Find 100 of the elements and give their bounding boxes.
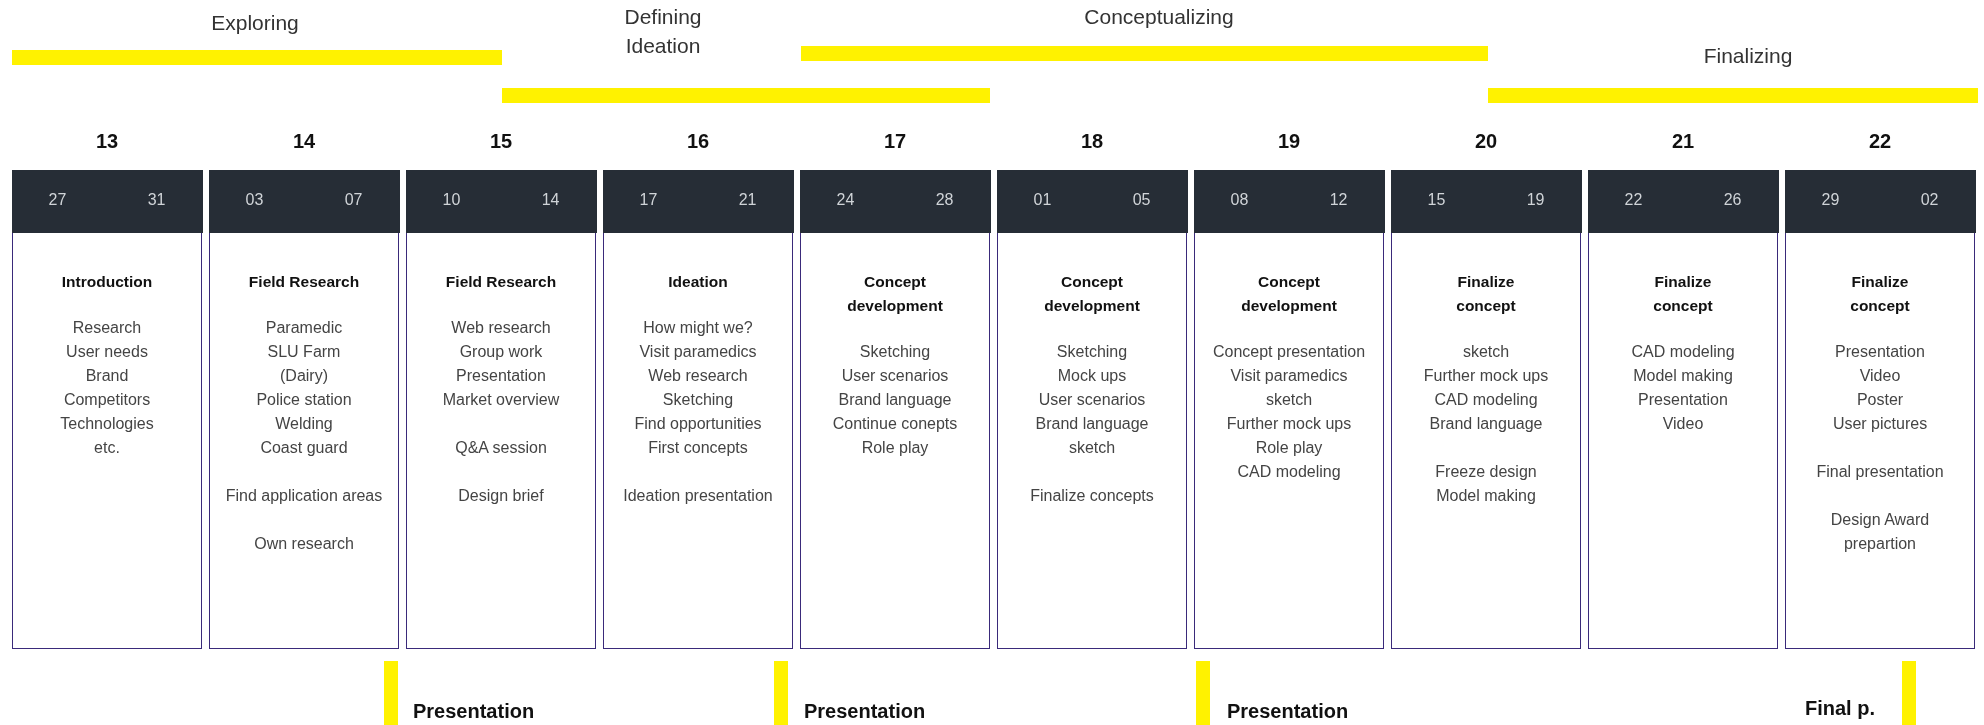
- task-item: Mock ups: [1057, 366, 1127, 386]
- date-label: 10: [442, 190, 461, 209]
- week-number: 18: [1079, 130, 1105, 153]
- task-heading: Field Research: [445, 272, 557, 292]
- task-item: Web research: [451, 318, 551, 338]
- task-item: sketch: [1068, 438, 1116, 458]
- task-item: Design brief: [458, 486, 544, 506]
- task-item: Sketching: [859, 342, 931, 362]
- task-item: CAD modeling: [1434, 390, 1538, 410]
- task-item: Police station: [256, 390, 352, 410]
- week-number: 13: [94, 130, 120, 153]
- task-item: Continue conepts: [832, 414, 958, 434]
- task-item: Competitors: [63, 390, 151, 410]
- task-item: etc.: [94, 438, 120, 458]
- phase-label: Finalizing: [1703, 43, 1793, 69]
- date-label: 24: [836, 190, 855, 209]
- task-item: (Dairy): [280, 366, 328, 386]
- date-label: 12: [1329, 190, 1348, 209]
- task-item: Research: [72, 318, 142, 338]
- task-heading: Ideation: [668, 272, 728, 292]
- task-item: sketch: [1462, 342, 1510, 362]
- milestone-label: Presentation: [804, 700, 926, 723]
- date-label: 21: [738, 190, 757, 209]
- date-label: 29: [1821, 190, 1840, 209]
- date-label: 17: [639, 190, 658, 209]
- date-label: 01: [1033, 190, 1052, 209]
- task-item: Video: [1662, 414, 1704, 434]
- task-item: Model making: [1633, 366, 1733, 386]
- date-label: 07: [344, 190, 363, 209]
- task-item: Technologies: [60, 414, 154, 434]
- task-item: Coast guard: [260, 438, 348, 458]
- phase-label: Defining Ideation: [623, 4, 703, 59]
- week-number: 19: [1276, 130, 1302, 153]
- date-label: 19: [1526, 190, 1545, 209]
- task-heading: Field Research: [248, 272, 360, 292]
- task-item: Final presentation: [1816, 462, 1944, 482]
- date-label: 03: [245, 190, 264, 209]
- task-item: Role play: [1255, 438, 1323, 458]
- date-label: 28: [935, 190, 954, 209]
- week-number: 17: [882, 130, 908, 153]
- task-item: Own research: [254, 534, 354, 554]
- week-number: 16: [685, 130, 711, 153]
- task-item: User needs: [66, 342, 148, 362]
- task-item: Presentation: [1835, 342, 1925, 362]
- task-heading: Concept development: [1043, 272, 1141, 316]
- task-item: How might we?: [643, 318, 753, 338]
- task-item: Freeze design: [1435, 462, 1537, 482]
- task-heading: Concept development: [846, 272, 944, 316]
- date-label: 26: [1723, 190, 1742, 209]
- task-item: SLU Farm: [267, 342, 341, 362]
- task-item: First concepts: [648, 438, 748, 458]
- task-item: User scenarios: [841, 366, 949, 386]
- task-item: Poster: [1856, 390, 1904, 410]
- date-label: 31: [147, 190, 166, 209]
- task-item: Brand language: [1035, 414, 1149, 434]
- task-heading: Finalize concept: [1455, 272, 1517, 316]
- week-number: 20: [1473, 130, 1499, 153]
- task-item: Presentation: [456, 366, 546, 386]
- task-item: Design Award prepartion: [1829, 510, 1931, 554]
- task-item: Sketching: [1056, 342, 1128, 362]
- task-item: User pictures: [1832, 414, 1928, 434]
- task-item: CAD modeling: [1237, 462, 1341, 482]
- week-number: 14: [291, 130, 317, 153]
- task-item: User scenarios: [1038, 390, 1146, 410]
- task-heading: Finalize concept: [1652, 272, 1714, 316]
- task-item: Ideation presentation: [623, 486, 773, 506]
- task-item: Brand: [85, 366, 129, 386]
- task-item: Paramedic: [265, 318, 343, 338]
- date-label: 02: [1920, 190, 1939, 209]
- task-item: Presentation: [1638, 390, 1728, 410]
- task-item: Visit paramedics: [639, 342, 757, 362]
- task-item: Sketching: [662, 390, 734, 410]
- task-item: Finalize concepts: [1030, 486, 1154, 506]
- date-label: 08: [1230, 190, 1249, 209]
- phase-label: Conceptualizing: [1084, 4, 1234, 30]
- task-item: Brand language: [838, 390, 952, 410]
- milestone-label: Presentation: [1227, 700, 1349, 723]
- date-label: 05: [1132, 190, 1151, 209]
- task-item: Further mock ups: [1423, 366, 1549, 386]
- date-label: 15: [1427, 190, 1446, 209]
- task-item: Find opportunities: [634, 414, 762, 434]
- task-heading: Concept development: [1240, 272, 1338, 316]
- task-item: Model making: [1436, 486, 1536, 506]
- date-label: 22: [1624, 190, 1643, 209]
- task-item: Welding: [275, 414, 333, 434]
- phase-label: Exploring: [211, 10, 299, 36]
- milestone-label: Final p.: [1805, 697, 1875, 720]
- milestone-label: Presentation: [413, 700, 535, 723]
- task-item: Further mock ups: [1226, 414, 1352, 434]
- task-heading: Finalize concept: [1849, 272, 1911, 316]
- task-item: Market overview: [442, 390, 560, 410]
- week-number: 21: [1670, 130, 1696, 153]
- week-number: 15: [488, 130, 514, 153]
- task-item: Video: [1859, 366, 1901, 386]
- date-label: 14: [541, 190, 560, 209]
- task-item: CAD modeling: [1631, 342, 1735, 362]
- task-item: Q&A session: [455, 438, 547, 458]
- task-item: Concept presentation: [1212, 342, 1366, 362]
- task-item: Find application areas: [225, 486, 383, 506]
- task-item: Web research: [648, 366, 748, 386]
